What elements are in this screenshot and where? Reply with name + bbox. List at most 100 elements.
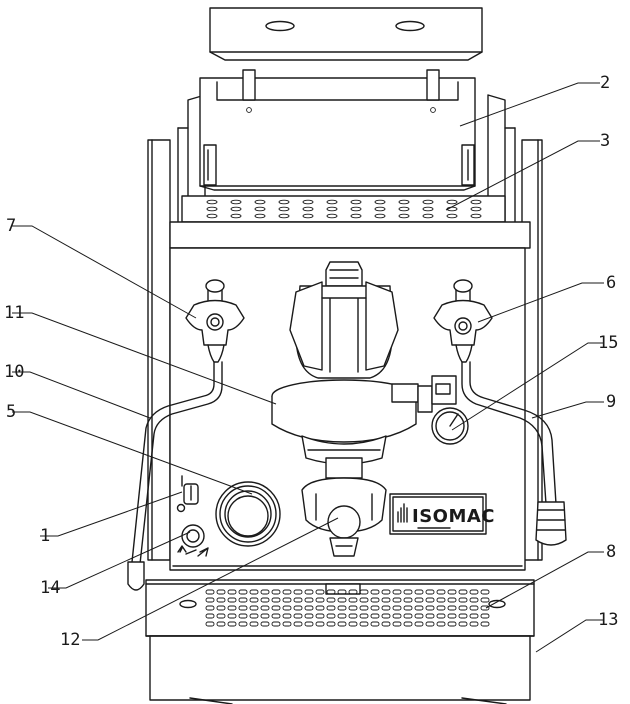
grid-slot xyxy=(403,621,413,627)
grid-slot xyxy=(403,605,413,611)
grid-slot xyxy=(447,621,457,627)
tray-hole xyxy=(326,213,338,219)
grid-slot xyxy=(414,589,424,595)
grid-slot xyxy=(227,589,237,595)
grid-slot xyxy=(414,597,424,603)
grid-slot xyxy=(249,621,259,627)
tray-hole xyxy=(350,206,362,212)
grid-slot xyxy=(227,605,237,611)
grid-slot xyxy=(304,597,314,603)
grid-slot xyxy=(205,605,215,611)
pressure-gauge xyxy=(431,375,469,445)
power-switch xyxy=(176,475,199,513)
tray-hole xyxy=(302,213,314,219)
tray-hole xyxy=(206,199,218,205)
drip-grid-slots xyxy=(205,589,490,627)
grid-slot xyxy=(425,621,435,627)
base-housing xyxy=(145,635,535,704)
grid-slot xyxy=(315,613,325,619)
tray-hole xyxy=(470,206,482,212)
grid-slot xyxy=(271,621,281,627)
grid-slot xyxy=(370,589,380,595)
grid-slot xyxy=(326,613,336,619)
grid-slot xyxy=(216,621,226,627)
grid-slot xyxy=(359,621,369,627)
callout-6: 6 xyxy=(606,273,616,293)
grid-slot xyxy=(315,605,325,611)
grid-slot xyxy=(315,597,325,603)
grid-slot xyxy=(480,597,490,603)
grid-slot xyxy=(436,621,446,627)
callout-14: 14 xyxy=(40,578,60,598)
grid-slot xyxy=(436,589,446,595)
cup-tray-holes xyxy=(206,199,482,219)
grid-slot xyxy=(403,613,413,619)
grid-slot xyxy=(436,605,446,611)
brand-name: ISOMAC xyxy=(412,506,495,527)
tray-hole xyxy=(278,206,290,212)
water-tank xyxy=(199,69,476,191)
grid-slot xyxy=(205,613,215,619)
grid-slot xyxy=(447,605,457,611)
grid-slot xyxy=(359,597,369,603)
grid-slot xyxy=(249,613,259,619)
callout-11: 11 xyxy=(4,303,24,323)
warning-light xyxy=(177,524,209,557)
grid-slot xyxy=(480,613,490,619)
grid-slot xyxy=(238,605,248,611)
grid-slot xyxy=(370,597,380,603)
grid-slot xyxy=(304,613,314,619)
tray-hole xyxy=(470,199,482,205)
callout-labels: 2 3 7 6 11 15 10 9 5 1 14 8 12 13 xyxy=(4,73,618,650)
grid-slot xyxy=(304,605,314,611)
grid-slot xyxy=(337,589,347,595)
grid-slot xyxy=(392,613,402,619)
grid-slot xyxy=(260,621,270,627)
grid-slot xyxy=(227,597,237,603)
isomac-logo-icon xyxy=(397,503,408,523)
hot-water-valve-knob xyxy=(433,279,493,363)
grid-slot xyxy=(282,621,292,627)
grid-slot xyxy=(359,589,369,595)
tray-hole xyxy=(230,213,242,219)
grid-slot xyxy=(403,597,413,603)
grid-slot xyxy=(458,597,468,603)
grid-slot xyxy=(381,613,391,619)
tray-hole xyxy=(278,199,290,205)
grid-slot xyxy=(238,597,248,603)
grid-slot xyxy=(205,589,215,595)
tray-hole xyxy=(374,213,386,219)
steam-valve-knob xyxy=(185,279,245,363)
grid-slot xyxy=(249,597,259,603)
tray-hole xyxy=(398,213,410,219)
tray-hole xyxy=(398,206,410,212)
grid-slot xyxy=(227,613,237,619)
callout-leaders xyxy=(12,82,604,653)
grid-slot xyxy=(348,605,358,611)
grid-slot xyxy=(238,589,248,595)
grid-slot xyxy=(315,621,325,627)
grid-slot xyxy=(414,613,424,619)
grid-slot xyxy=(326,597,336,603)
tray-hole xyxy=(446,213,458,219)
grid-slot xyxy=(381,621,391,627)
group-head xyxy=(271,261,433,465)
grid-slot xyxy=(458,613,468,619)
grid-slot xyxy=(425,605,435,611)
tray-hole xyxy=(374,199,386,205)
grid-slot xyxy=(282,597,292,603)
grid-slot xyxy=(425,589,435,595)
callout-13: 13 xyxy=(598,610,618,630)
grid-slot xyxy=(469,589,479,595)
grid-slot xyxy=(337,621,347,627)
tray-hole xyxy=(398,199,410,205)
tray-hole xyxy=(422,213,434,219)
callout-9: 9 xyxy=(606,392,616,412)
grid-slot xyxy=(348,621,358,627)
grid-slot xyxy=(271,589,281,595)
callout-1: 1 xyxy=(40,526,50,546)
tray-hole xyxy=(278,213,290,219)
portafilter xyxy=(301,457,387,557)
grid-slot xyxy=(436,613,446,619)
callout-3: 3 xyxy=(600,131,610,151)
